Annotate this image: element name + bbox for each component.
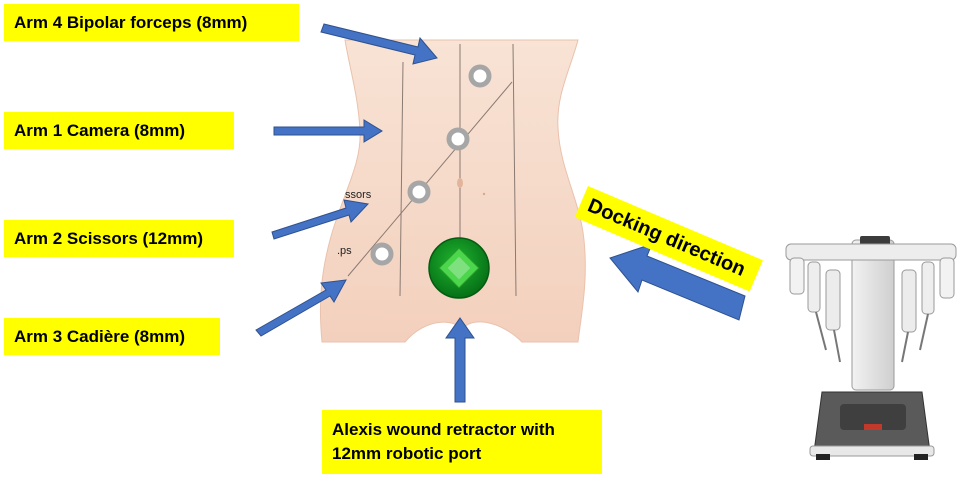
port-arm1 (446, 127, 470, 151)
label-arm2-scissors: Arm 2 Scissors (12mm) (4, 220, 234, 257)
guide-line-left (399, 61, 404, 297)
guide-line-diagonal (347, 81, 513, 277)
port-markers (370, 64, 492, 266)
port-arm3 (370, 242, 394, 266)
label-arm1-camera: Arm 1 Camera (8mm) (4, 112, 234, 149)
label-arm4-bipolar-forceps: Arm 4 Bipolar forceps (8mm) (4, 4, 299, 41)
navel (457, 178, 463, 188)
guide-line-right (512, 43, 517, 297)
arrow-arm3 (255, 279, 347, 337)
pointer-arrows (255, 23, 746, 403)
arrow-arm1 (273, 119, 383, 143)
wound-retractor-icon (428, 237, 490, 299)
faint-scissors-text: ssors (345, 189, 372, 201)
port-arm2 (407, 180, 431, 204)
faint-forceps-text: .ps (337, 245, 352, 257)
arrow-arm4 (320, 23, 438, 65)
label-arm3-cadiere: Arm 3 Cadière (8mm) (4, 318, 220, 355)
arrow-docking (609, 243, 746, 321)
arrow-arm2 (271, 199, 370, 240)
label-wound-retractor: Alexis wound retractor with 12mm robotic… (322, 410, 602, 474)
skin-mark (482, 192, 486, 196)
arrow-retractor (445, 317, 475, 403)
label-retractor-line1: Alexis wound retractor with (332, 420, 555, 439)
label-retractor-line2: 12mm robotic port (332, 444, 482, 463)
port-arm4 (468, 64, 492, 88)
surgical-robot-icon (785, 236, 957, 460)
